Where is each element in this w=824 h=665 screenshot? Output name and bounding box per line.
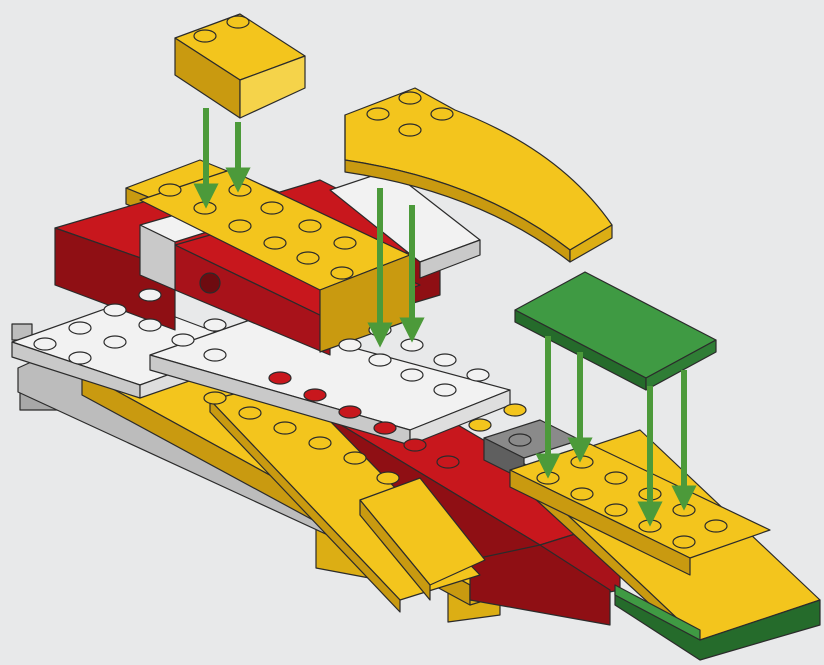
incoming-yellow-slope <box>175 14 305 118</box>
model-assembly <box>12 160 820 660</box>
stud-gray <box>509 434 531 446</box>
